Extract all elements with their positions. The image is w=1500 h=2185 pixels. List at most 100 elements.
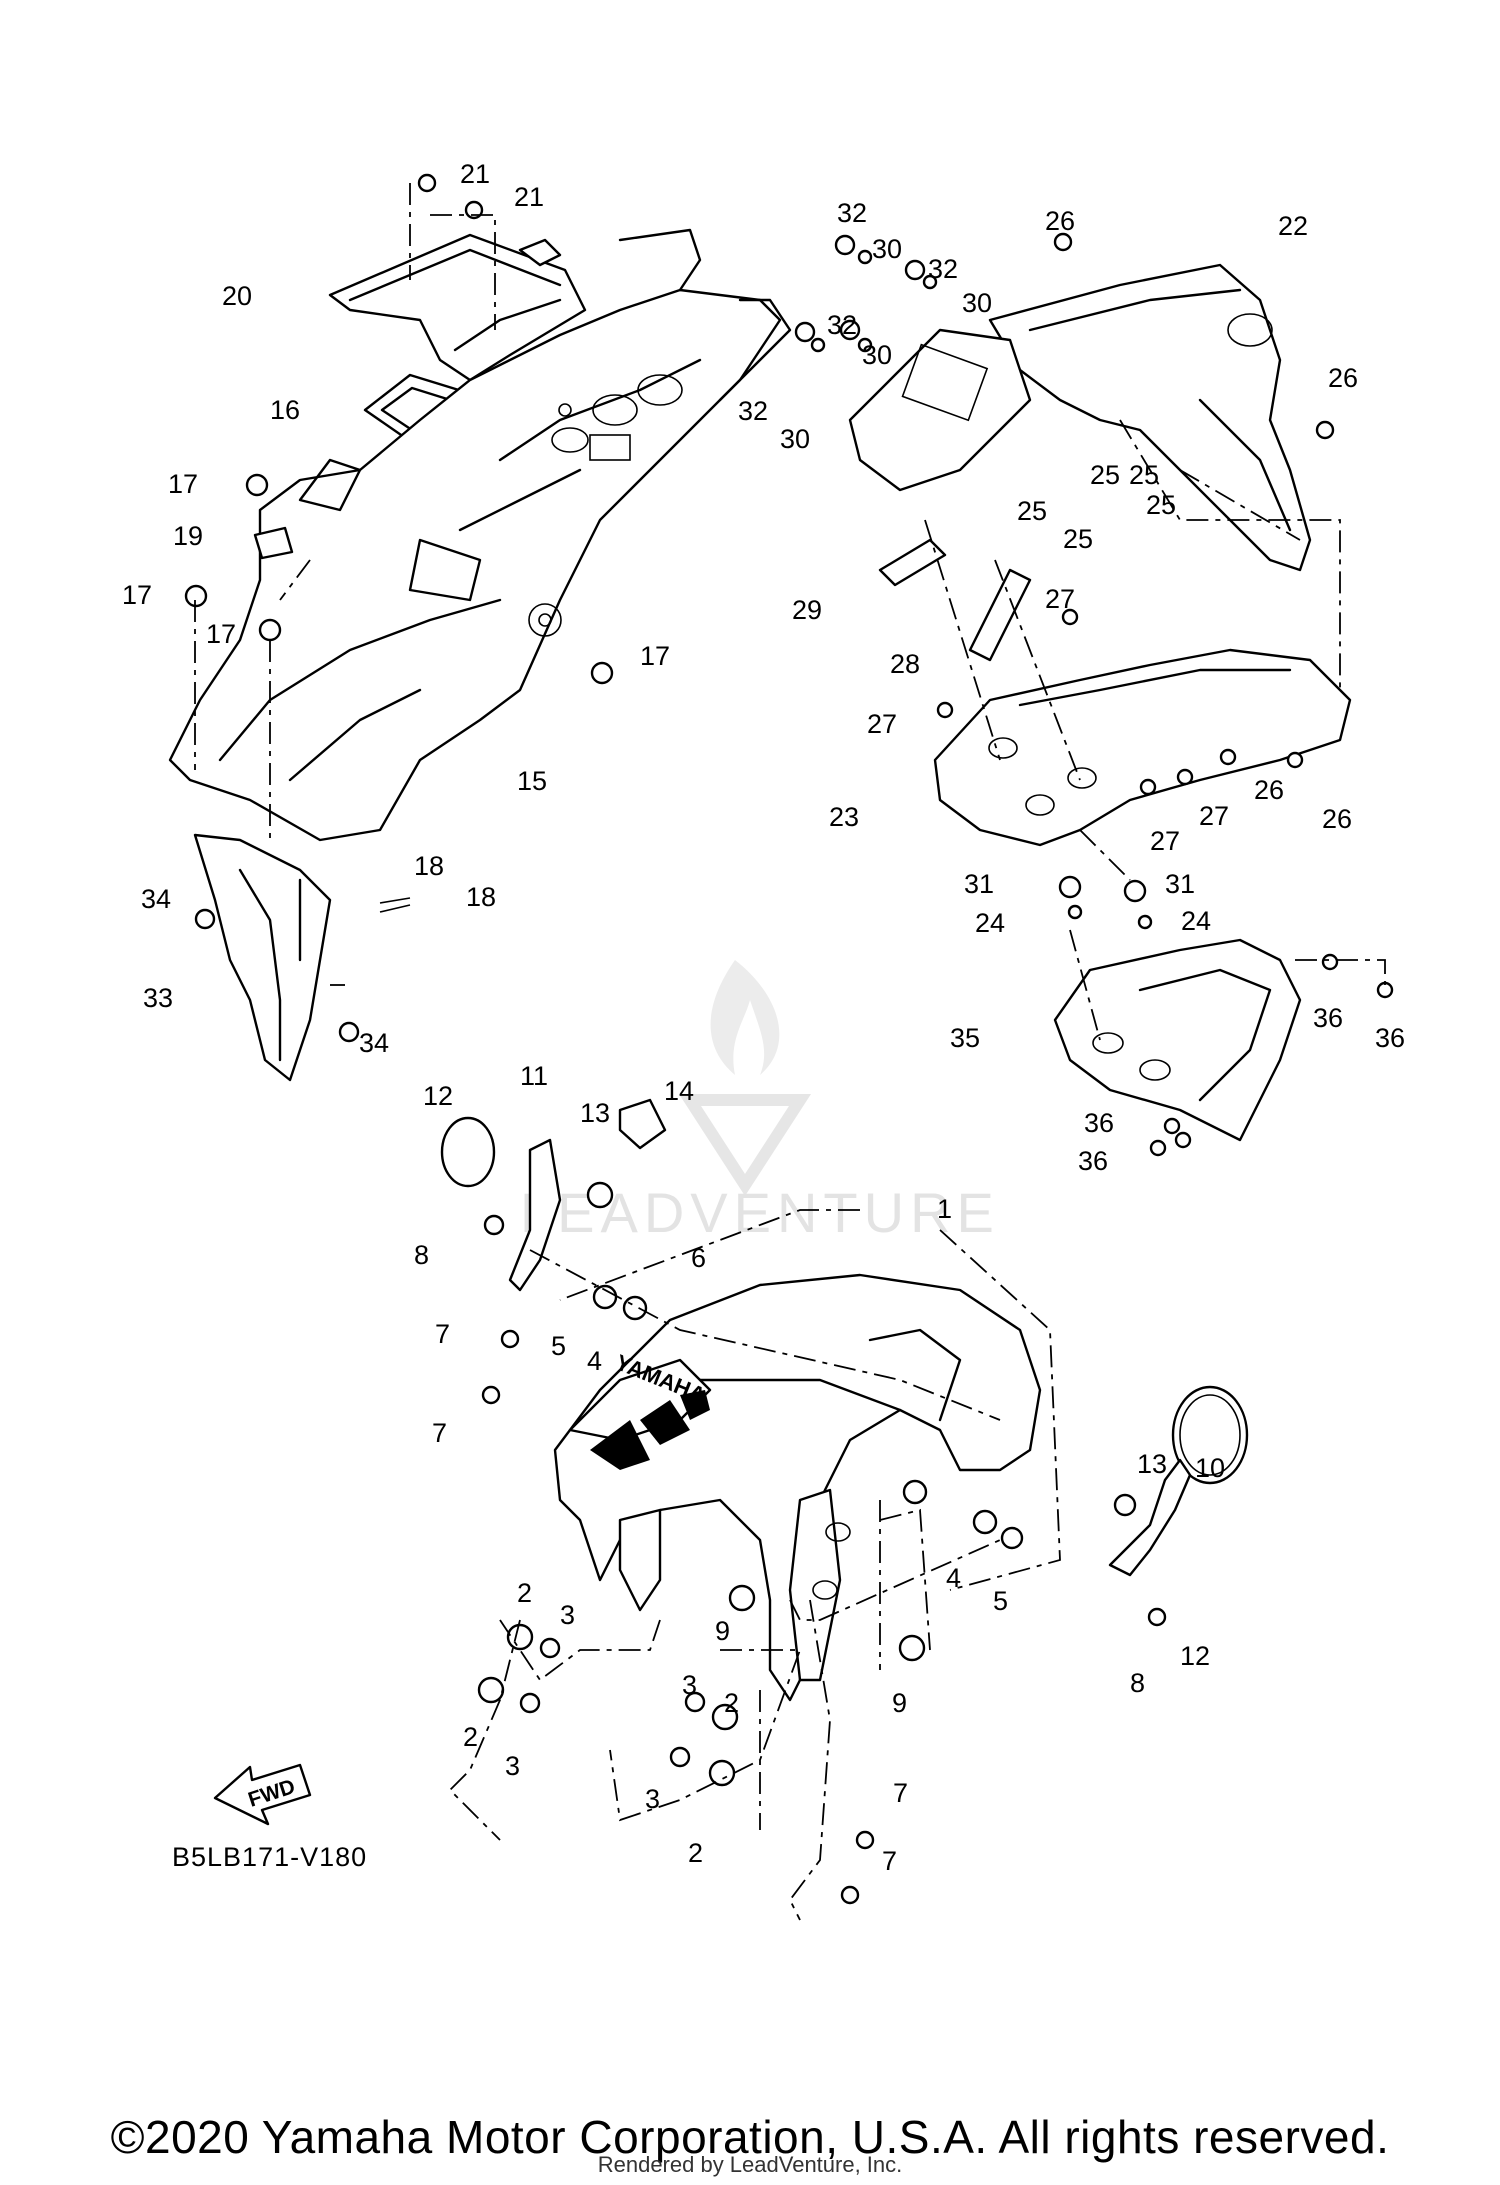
callout-6: 6 bbox=[691, 1243, 706, 1273]
callout-7: 7 bbox=[893, 1778, 908, 1808]
callout-27: 27 bbox=[1150, 826, 1180, 856]
callout-2: 2 bbox=[463, 1722, 478, 1752]
callout-7: 7 bbox=[435, 1319, 450, 1349]
callout-22: 22 bbox=[1278, 211, 1308, 241]
callout-26: 26 bbox=[1254, 775, 1284, 805]
callout-24: 24 bbox=[1181, 906, 1211, 936]
callout-32: 32 bbox=[827, 310, 857, 340]
right-reflector bbox=[1171, 1385, 1249, 1485]
front-fender-assembly: YAMAHA bbox=[440, 1098, 1249, 1702]
rear-fender-frame bbox=[168, 288, 782, 842]
leader-lines bbox=[194, 183, 1386, 1921]
callout-21: 21 bbox=[460, 159, 490, 189]
callout-26: 26 bbox=[1322, 804, 1352, 834]
callout-7: 7 bbox=[882, 1846, 897, 1876]
callout-25: 25 bbox=[1090, 460, 1120, 490]
callout-23: 23 bbox=[829, 802, 859, 832]
callout-2: 2 bbox=[724, 1688, 739, 1718]
callout-17: 17 bbox=[640, 641, 670, 671]
callout-33: 33 bbox=[143, 983, 173, 1013]
tail-cover bbox=[988, 263, 1312, 572]
callout-12: 12 bbox=[423, 1081, 453, 1111]
callout-28: 28 bbox=[890, 649, 920, 679]
copyright-notice: ©2020 Yamaha Motor Corporation, U.S.A. A… bbox=[110, 2111, 1390, 2163]
callout-18: 18 bbox=[466, 882, 496, 912]
callout-30: 30 bbox=[780, 424, 810, 454]
callout-16: 16 bbox=[270, 395, 300, 425]
fasteners-right bbox=[794, 232, 1394, 1157]
callout-36: 36 bbox=[1313, 1003, 1343, 1033]
mud-flap bbox=[193, 833, 332, 1082]
fwd-arrow: FWD bbox=[213, 1763, 312, 1826]
callout-32: 32 bbox=[738, 396, 768, 426]
callout-26: 26 bbox=[1045, 206, 1075, 236]
callout-19: 19 bbox=[173, 521, 203, 551]
callout-8: 8 bbox=[414, 1240, 429, 1270]
callout-13: 13 bbox=[1137, 1449, 1167, 1479]
license-bracket bbox=[933, 648, 1352, 847]
battery-box bbox=[328, 233, 587, 382]
callout-30: 30 bbox=[872, 234, 902, 264]
callout-14: 14 bbox=[664, 1076, 694, 1106]
bolts-left bbox=[184, 173, 614, 1043]
callout-20: 20 bbox=[222, 281, 252, 311]
callout-17: 17 bbox=[168, 469, 198, 499]
callout-3: 3 bbox=[682, 1670, 697, 1700]
callout-10: 10 bbox=[1195, 1453, 1225, 1483]
callout-34: 34 bbox=[141, 884, 171, 914]
callout-2: 2 bbox=[517, 1578, 532, 1608]
callout-25: 25 bbox=[1129, 460, 1159, 490]
callout-27: 27 bbox=[1199, 801, 1229, 831]
callout-36: 36 bbox=[1084, 1108, 1114, 1138]
callout-numbers: 21 21 20 16 17 19 17 17 17 15 18 18 34 3… bbox=[122, 159, 1405, 1876]
callout-15: 15 bbox=[517, 766, 547, 796]
callout-27: 27 bbox=[1045, 584, 1075, 614]
fender-fasteners bbox=[477, 1181, 1167, 1905]
callout-4: 4 bbox=[587, 1346, 602, 1376]
callout-26: 26 bbox=[1328, 363, 1358, 393]
callout-3: 3 bbox=[645, 1784, 660, 1814]
seat-rail-assembly bbox=[168, 228, 792, 1082]
callout-1: 1 bbox=[937, 1194, 952, 1224]
callout-2: 2 bbox=[688, 1838, 703, 1868]
callout-8: 8 bbox=[1130, 1668, 1145, 1698]
callout-27: 27 bbox=[867, 709, 897, 739]
callout-30: 30 bbox=[962, 288, 992, 318]
callout-11: 11 bbox=[520, 1061, 548, 1091]
callout-9: 9 bbox=[892, 1688, 907, 1718]
diagram-code: B5LB171-V180 bbox=[172, 1842, 368, 1872]
callout-36: 36 bbox=[1375, 1023, 1405, 1053]
callout-31: 31 bbox=[964, 869, 994, 899]
callout-12: 12 bbox=[1180, 1641, 1210, 1671]
callout-7: 7 bbox=[432, 1418, 447, 1448]
callout-29: 29 bbox=[792, 595, 822, 625]
callout-18: 18 bbox=[414, 851, 444, 881]
callout-35: 35 bbox=[950, 1023, 980, 1053]
callout-30: 30 bbox=[862, 340, 892, 370]
callout-36: 36 bbox=[1078, 1146, 1108, 1176]
render-credit: Rendered by LeadVenture, Inc. bbox=[597, 2152, 903, 2177]
callout-5: 5 bbox=[993, 1586, 1008, 1616]
callout-13: 13 bbox=[580, 1098, 610, 1128]
callout-21: 21 bbox=[514, 182, 544, 212]
tail-assembly bbox=[848, 263, 1352, 1142]
callout-4: 4 bbox=[946, 1563, 961, 1593]
cushion bbox=[253, 526, 294, 560]
callout-3: 3 bbox=[560, 1600, 575, 1630]
callout-25: 25 bbox=[1017, 496, 1047, 526]
lower-cover bbox=[1053, 938, 1302, 1142]
callout-17: 17 bbox=[206, 619, 236, 649]
callout-25: 25 bbox=[1146, 490, 1176, 520]
callout-32: 32 bbox=[928, 254, 958, 284]
callout-17: 17 bbox=[122, 580, 152, 610]
callout-9: 9 bbox=[715, 1616, 730, 1646]
callout-5: 5 bbox=[551, 1331, 566, 1361]
callout-25: 25 bbox=[1063, 524, 1093, 554]
callout-31: 31 bbox=[1165, 869, 1195, 899]
callout-3: 3 bbox=[505, 1751, 520, 1781]
callout-34: 34 bbox=[359, 1028, 389, 1058]
callout-24: 24 bbox=[975, 908, 1005, 938]
left-reflector bbox=[440, 1116, 496, 1188]
callout-32: 32 bbox=[837, 198, 867, 228]
